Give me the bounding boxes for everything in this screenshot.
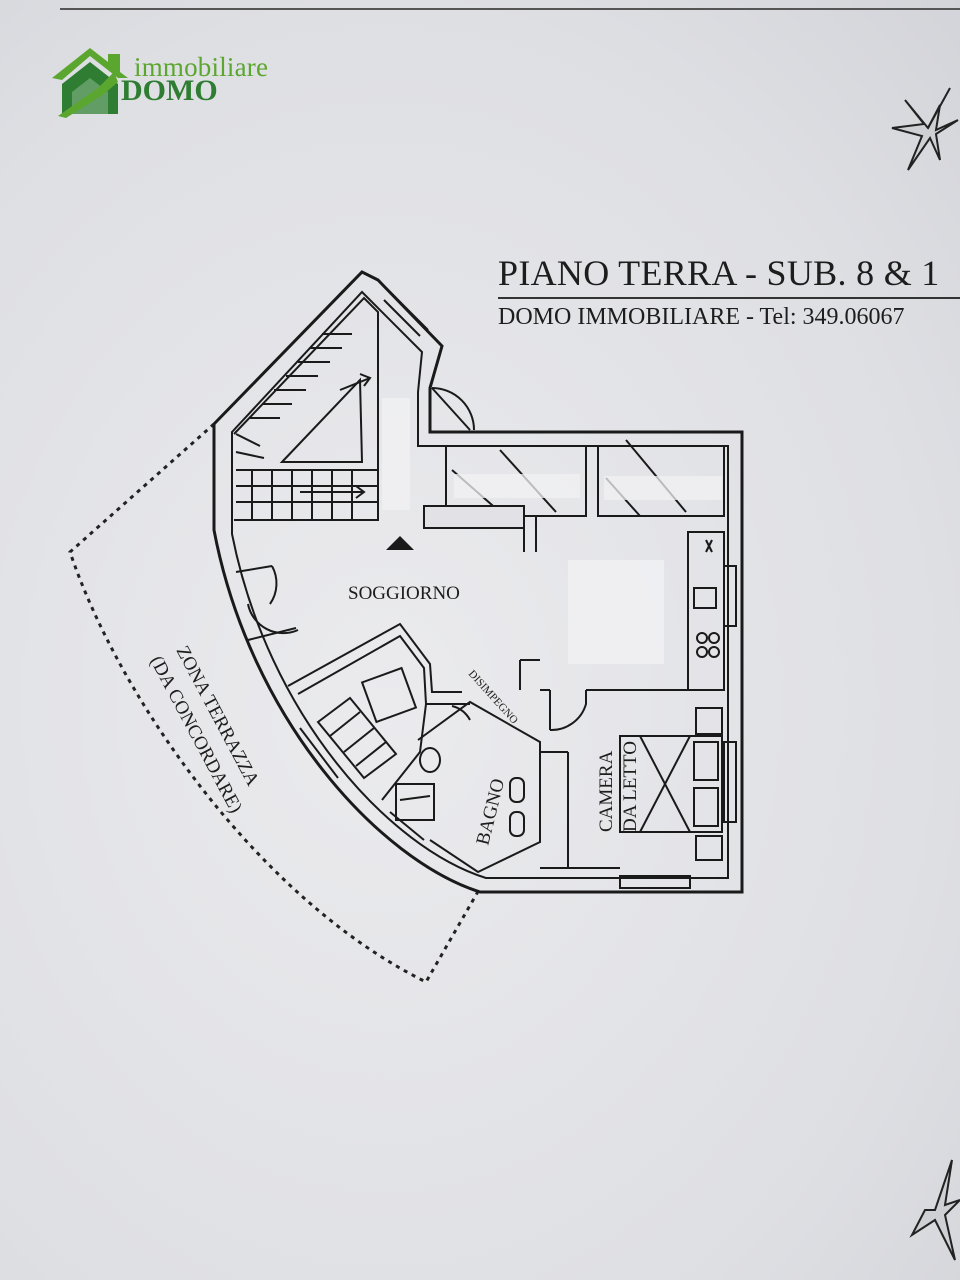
entrance-door xyxy=(431,387,475,431)
storage-rooms xyxy=(423,439,725,552)
plan-subtitle: DOMO IMMOBILIARE - Tel: 349.06067 xyxy=(498,304,905,330)
tape-overlay xyxy=(382,398,722,664)
compass-rose-icon xyxy=(891,87,959,171)
compass-rose-icon xyxy=(909,1159,960,1261)
staircase xyxy=(233,296,379,521)
room-label-bathroom: BAGNO xyxy=(472,777,509,848)
room-label-living: SOGGIORNO xyxy=(348,583,460,604)
room-label-bedroom-2: DA LETTO xyxy=(620,741,641,832)
room-label-closet: DISIMPEGNO xyxy=(466,668,520,726)
logo-brand-name: DOMO xyxy=(121,74,218,107)
windows xyxy=(299,291,737,889)
inner-wall-line xyxy=(231,290,729,879)
sofa-icon xyxy=(316,696,398,780)
house-logo-icon xyxy=(52,48,128,118)
study-room xyxy=(287,622,470,801)
top-rule xyxy=(60,8,960,10)
kitchen-counter xyxy=(687,531,725,691)
room-label-bedroom: CAMERA xyxy=(596,750,617,832)
terrace-door xyxy=(235,565,299,641)
outer-wall xyxy=(212,270,744,894)
entrance-arrow-icon xyxy=(386,536,414,550)
title-underline xyxy=(498,297,960,299)
bathroom xyxy=(395,700,541,874)
bed-icon xyxy=(619,707,723,861)
terrace-outline xyxy=(68,422,482,984)
plan-title: PIANO TERRA - SUB. 8 & 1 xyxy=(498,253,940,293)
logo-wordmark: immobiliare xyxy=(134,52,269,82)
